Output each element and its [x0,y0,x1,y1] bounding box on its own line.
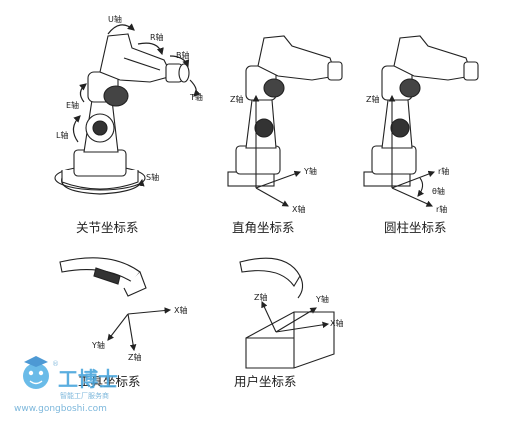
r-axis-label: R轴 [150,32,164,42]
cylindrical-r-label-bottom: r轴 [436,204,447,214]
mascot-icon [23,356,49,389]
joint-caption: 关节坐标系 [76,220,139,235]
user-y-label: Y轴 [315,294,329,304]
cartesian-y-label: Y轴 [303,166,317,176]
tool-x-label: X轴 [174,305,187,315]
cylindrical-z-label: Z轴 [366,94,379,104]
l-axis-label: L轴 [56,130,68,140]
user-illustration [239,257,335,369]
registered-mark: ® [52,360,59,368]
cartesian-caption: 直角坐标系 [232,220,295,235]
cartesian-robot [227,35,343,187]
cartesian-x-label: X轴 [292,204,305,214]
watermark-url: www.gongboshi.com [14,404,107,414]
watermark-tagline: 智能工厂服务商 [60,391,109,400]
t-axis-label: T轴 [189,92,203,102]
cartesian-z-label: Z轴 [230,94,243,104]
joint-robot [54,33,190,191]
cylindrical-r-label-top: r轴 [438,166,449,176]
cylindrical-caption: 圆柱坐标系 [384,220,447,235]
user-x-label: X轴 [330,318,343,328]
cylindrical-theta-label: θ轴 [432,186,445,196]
u-axis-label: U轴 [108,14,122,24]
e-axis-label: E轴 [66,100,79,110]
user-axes [261,301,330,333]
cylindrical-axes [388,94,436,207]
tool-y-label: Y轴 [91,340,105,350]
cartesian-axes [252,94,302,207]
watermark-logo-text: 工博士 [58,367,118,391]
tool-z-label: Z轴 [128,352,141,362]
joint-rotation-arrows [61,23,201,195]
user-caption: 用户坐标系 [234,374,297,389]
watermark: ® 工博士 智能工厂服务商 www.gongboshi.com [14,356,118,414]
user-z-label: Z轴 [254,292,267,302]
tool-illustration [59,257,147,297]
cylindrical-robot [363,35,479,187]
tool-caption: 工具坐标系 [78,374,141,389]
tool-axes [107,307,172,352]
s-axis-label: S轴 [146,172,159,182]
b-axis-label: B轴 [176,50,190,60]
